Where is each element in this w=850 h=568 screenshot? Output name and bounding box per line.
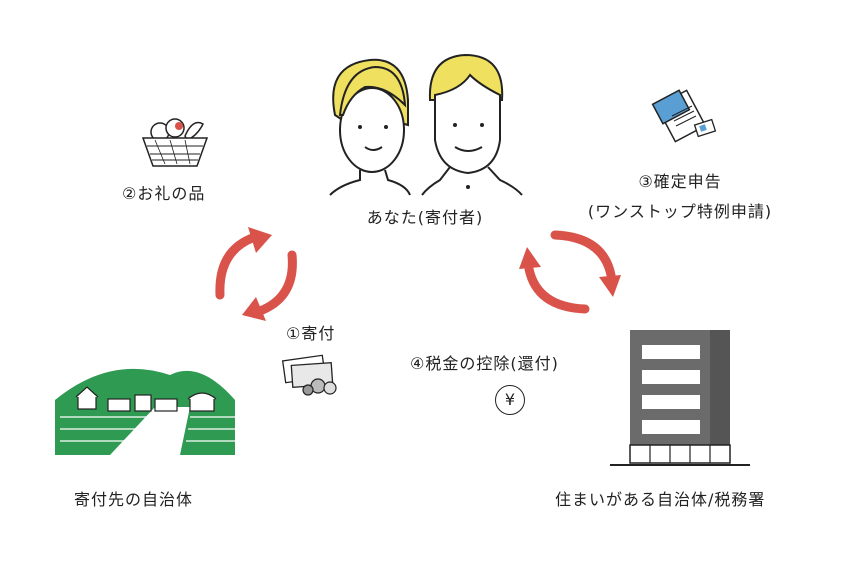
countryside-illustration xyxy=(55,368,235,455)
gift-basket-icon xyxy=(141,118,209,167)
yen-symbol: ¥ xyxy=(504,390,516,409)
you-label: あなた(寄付者) xyxy=(366,208,484,227)
person-woman xyxy=(329,58,411,196)
left-cycle-arrows xyxy=(215,227,297,321)
person-man xyxy=(421,53,523,196)
donation-label: ①寄付 xyxy=(286,324,336,343)
deduction-label: ④税金の控除(還付) xyxy=(410,354,559,373)
home-municipality-label: 住まいがある自治体/税務署 xyxy=(555,490,766,509)
arrow-down-right xyxy=(242,250,297,321)
office-building-illustration xyxy=(610,330,750,466)
arrow-down-right-2 xyxy=(550,230,621,297)
recipient-municipality-label: 寄付先の自治体 xyxy=(74,490,194,509)
arrow-up-left-2 xyxy=(519,247,590,314)
filing-label-line1: ③確定申告 xyxy=(638,172,722,191)
money-icon xyxy=(281,354,337,396)
people-illustration xyxy=(329,53,523,196)
yen-coin-icon: ¥ xyxy=(495,385,525,415)
gift-label: ②お礼の品 xyxy=(122,184,206,203)
tax-documents-icon xyxy=(651,89,717,143)
arrow-up-left xyxy=(215,227,272,300)
filing-label-line2: (ワンストップ特例申請) xyxy=(587,202,773,221)
right-cycle-arrows xyxy=(519,230,621,314)
